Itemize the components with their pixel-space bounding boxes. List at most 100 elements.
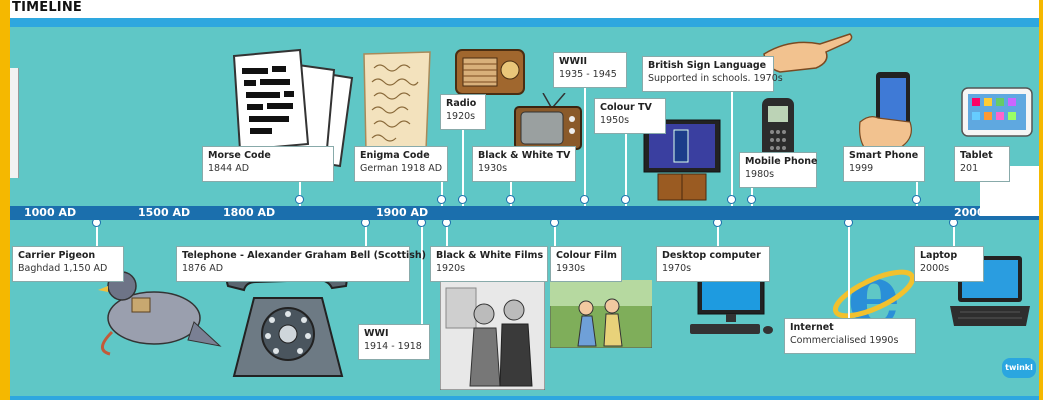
- event-date: 1920s: [436, 263, 466, 274]
- top-band: [10, 18, 1039, 27]
- connector-british-sign-language: [731, 92, 733, 213]
- timeline-panel: e 1000 AD 1500 AD 1800 AD 1900 AD 2000 M…: [10, 18, 1039, 400]
- event-date: 1876 AD: [182, 263, 224, 274]
- connector-wwii: [584, 88, 586, 213]
- event-title: Enigma Code: [360, 150, 430, 161]
- event-card-wwii: WWII 1935 - 1945: [553, 52, 627, 88]
- axis-overlay-stripe: [980, 216, 1039, 219]
- sign-language-hand-image: [763, 33, 853, 73]
- event-card-mobile-phone: Mobile Phone 1980s: [739, 152, 818, 188]
- event-title: Tablet: [960, 150, 993, 161]
- event-card-laptop: Laptop 2000s: [914, 246, 984, 282]
- connector-laptop: [953, 213, 955, 246]
- timeline-dot-mobile-phone: [747, 195, 756, 204]
- page-title: TIMELINE: [12, 0, 83, 15]
- event-date: Commercialised 1990s: [790, 335, 899, 346]
- axis-label-1800: 1800 AD: [223, 206, 276, 219]
- event-date: 1920s: [446, 111, 476, 122]
- event-card-desktop-computer: Desktop computer 1970s: [656, 246, 770, 282]
- event-card-colour-film: Colour Film 1930s: [550, 246, 622, 282]
- event-card-wwi: WWI 1914 - 1918: [358, 324, 430, 360]
- connector-colour-tv: [625, 134, 627, 213]
- axis-label-2000: 2000: [954, 206, 985, 219]
- timeline-axis: [10, 206, 1039, 220]
- pigeon-image: [98, 271, 222, 356]
- enigma-parchment-image: [363, 51, 431, 153]
- connector-bw-films: [446, 213, 448, 246]
- event-card-morse-code: Morse Code 1844 AD: [202, 146, 334, 182]
- left-border: [0, 0, 10, 400]
- event-title: Internet: [790, 322, 834, 333]
- event-title: WWI: [364, 328, 389, 339]
- connector-telephone: [365, 213, 367, 246]
- morse-papers-image: [232, 48, 354, 168]
- event-title: Black & White Films: [436, 250, 544, 261]
- right-border: [1039, 0, 1043, 400]
- event-date: 1935 - 1945: [559, 69, 617, 80]
- event-title: WWII: [559, 56, 588, 67]
- radio-image: [455, 49, 525, 95]
- event-title: Laptop: [920, 250, 958, 261]
- event-title: Mobile Phone: [745, 156, 818, 167]
- bw-film-still-image: [440, 280, 545, 390]
- event-card-internet: Internet Commercialised 1990s: [784, 318, 916, 354]
- event-card-radio: Radio 1920s: [440, 94, 486, 130]
- event-date: 1999: [849, 163, 874, 174]
- connector-internet: [848, 213, 850, 318]
- event-card-colour-tv: Colour TV 1950s: [594, 98, 666, 134]
- event-title: Desktop computer: [662, 250, 761, 261]
- axis-label-1500: 1500 AD: [138, 206, 191, 219]
- event-date: 1914 - 1918: [364, 341, 422, 352]
- event-card-telephone: Telephone - Alexander Graham Bell (Scott…: [176, 246, 427, 282]
- timeline-dot-morse-code: [295, 195, 304, 204]
- timeline-dot-smart-phone: [912, 195, 921, 204]
- event-title: British Sign Language: [648, 60, 767, 71]
- tablet-image: [961, 87, 1033, 137]
- mobile-phone-image: [762, 98, 794, 164]
- event-date: 1930s: [556, 263, 586, 274]
- timeline-dot-enigma-code: [437, 195, 446, 204]
- event-card-smart-phone: Smart Phone 1999: [843, 146, 925, 182]
- event-card-bw-films: Black & White Films 1920s: [430, 246, 548, 282]
- event-date: 1950s: [600, 115, 630, 126]
- event-card-carrier-pigeon: Carrier Pigeon Baghdad 1,150 AD: [12, 246, 124, 282]
- event-title: Colour Film: [556, 250, 617, 261]
- timeline-dot-bw-tv: [506, 195, 515, 204]
- timeline-dot-radio: [458, 195, 467, 204]
- connector-desktop-computer: [717, 213, 719, 246]
- colour-film-still-image: [550, 280, 652, 348]
- connector-radio: [462, 130, 464, 213]
- event-title: Morse Code: [208, 150, 271, 161]
- timeline-dot-british-sign-language: [727, 195, 736, 204]
- event-title: Telephone - Alexander Graham Bell (Scott…: [182, 250, 427, 261]
- event-date: 1980s: [745, 169, 775, 180]
- event-date: 1844 AD: [208, 163, 250, 174]
- partial-image-left: [10, 68, 19, 178]
- event-date: Supported in schools. 1970s: [648, 73, 783, 84]
- event-date: 201: [960, 163, 979, 174]
- event-title: Colour TV: [600, 102, 652, 113]
- event-card-bw-tv: Black & White TV 1930s: [472, 146, 576, 182]
- twinkl-logo: twinkl: [1002, 358, 1036, 378]
- bottom-band: [10, 396, 1039, 400]
- connector-carrier-pigeon: [96, 213, 98, 246]
- event-date: Baghdad 1,150 AD: [18, 263, 108, 274]
- connector-colour-film: [554, 213, 556, 246]
- event-title: Radio: [446, 98, 477, 109]
- event-date: 1930s: [478, 163, 508, 174]
- axis-label-1900: 1900 AD: [376, 206, 429, 219]
- event-date: German 1918 AD: [360, 163, 443, 174]
- event-card-british-sign-language: British Sign Language Supported in schoo…: [642, 56, 783, 92]
- connector-wwi: [421, 213, 423, 324]
- axis-label-1000: 1000 AD: [24, 206, 77, 219]
- event-card-tablet: Tablet 201: [954, 146, 1010, 182]
- event-title: Carrier Pigeon: [18, 250, 96, 261]
- timeline-dot-colour-tv: [621, 195, 630, 204]
- timeline-dot-wwii: [580, 195, 589, 204]
- smart-phone-image: [859, 72, 912, 151]
- event-date: 1970s: [662, 263, 692, 274]
- event-title: Black & White TV: [478, 150, 571, 161]
- event-date: 2000s: [920, 263, 950, 274]
- event-title: Smart Phone: [849, 150, 919, 161]
- bw-tv-image: [514, 93, 582, 150]
